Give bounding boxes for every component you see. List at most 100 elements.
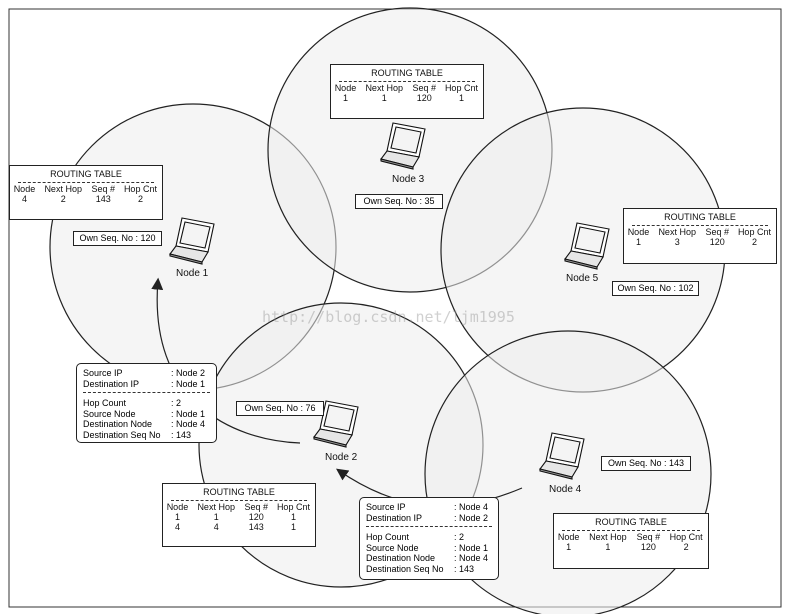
field-value: : Node 2 (171, 368, 206, 378)
laptop-edge (564, 258, 598, 270)
field-key: Source IP (83, 368, 123, 378)
table-cell: 1 (174, 512, 180, 522)
packet-rrep-node2-to-node1: Source IP : Node 2 Destination IP : Node 1… (76, 363, 217, 443)
col-header-node: Node (334, 83, 357, 93)
routing-table-node5: ROUTING TABLE Node Next Hop Seq # Hop Cn… (623, 208, 777, 264)
table-divider (632, 225, 768, 226)
table-row: 4 2 143 2 (10, 194, 162, 204)
field-key: Hop Count (366, 532, 410, 542)
routing-table-grid: Node Next Hop Seq # Hop Cnt 1 3 120 2 (624, 227, 776, 247)
field-key: Destination Seq No (366, 563, 444, 574)
table-row: 4 4 143 1 (163, 522, 315, 532)
table-cell: 4 (213, 522, 219, 532)
own-seq-node3: Own Seq. No : 35 (355, 194, 443, 209)
laptop-display (323, 404, 355, 432)
col-header-seq: Seq # (705, 227, 729, 237)
table-cell: 143 (95, 194, 111, 204)
node4-label: Node 4 (549, 484, 582, 495)
field-value: : Node 1 (171, 408, 206, 419)
table-cell: 2 (60, 194, 66, 204)
col-header-seq: Seq # (412, 83, 436, 93)
packet-divider (83, 392, 210, 393)
packet-field: Hop Count: 2 (83, 398, 210, 409)
routing-table-node3: ROUTING TABLE Node Next Hop Seq # Hop Cn… (330, 64, 484, 119)
packet-field: Source IP : Node 2 (83, 368, 210, 379)
node5-label: Node 5 (566, 273, 599, 284)
col-header-seq: Seq # (91, 184, 115, 194)
field-value: : Node 1 (171, 378, 206, 389)
node2-label: Node 2 (325, 452, 358, 463)
table-cell: 1 (566, 542, 572, 552)
packet-rrep-node4-to-node2: Source IP : Node 4 Destination IP: Node 2… (359, 497, 499, 580)
node1-laptop-icon (169, 217, 215, 265)
field-key: Destination IP (83, 378, 140, 389)
table-cell: 120 (248, 512, 264, 522)
col-header-node: Node (13, 184, 36, 194)
field-key: Destination Seq No (83, 429, 161, 440)
col-header-hop-cnt: Hop Cnt (276, 502, 310, 512)
table-cell: 1 (342, 93, 348, 103)
table-cell: 4 (21, 194, 27, 204)
laptop-display (390, 126, 422, 154)
field-value: : 2 (171, 398, 182, 408)
col-header-next-hop: Next Hop (589, 532, 627, 542)
col-header-node: Node (557, 532, 580, 542)
col-header-next-hop: Next Hop (658, 227, 696, 237)
field-value: : Node 4 (454, 502, 489, 512)
col-header-next-hop: Next Hop (197, 502, 235, 512)
field-value: : 2 (454, 532, 465, 542)
laptop-edge (313, 436, 347, 448)
packet-field: Hop Count : 2 (366, 532, 492, 543)
table-divider (339, 81, 475, 82)
own-seq-node1: Own Seq. No : 120 (73, 231, 162, 246)
table-cell: 1 (458, 93, 464, 103)
laptop-display (574, 226, 606, 254)
field-value: : Node 2 (454, 512, 489, 523)
col-header-next-hop: Next Hop (365, 83, 403, 93)
table-divider (562, 530, 700, 531)
table-cell: 120 (416, 93, 432, 103)
col-header-hop-cnt: Hop Cnt (669, 532, 703, 542)
table-cell: 2 (137, 194, 143, 204)
table-row: 1 1 120 1 (331, 93, 483, 103)
table-cell: 1 (213, 512, 219, 522)
table-row: 1 1 120 2 (554, 542, 708, 552)
routing-table-node4: ROUTING TABLE Node Next Hop Seq # Hop Cn… (553, 513, 709, 569)
table-cell: 120 (709, 237, 725, 247)
laptop-edge (539, 468, 573, 480)
node4-laptop-icon (539, 432, 585, 480)
routing-table-node1: ROUTING TABLE Node Next Hop Seq # Hop Cn… (9, 165, 163, 220)
table-cell: 2 (751, 237, 757, 247)
packet-field: Destination IP: Node 2 (366, 513, 492, 524)
field-value: : 143 (454, 563, 475, 574)
table-divider (18, 182, 154, 183)
table-row: 1 1 120 1 (163, 512, 315, 522)
packet-field: Source Node: Node 1 (366, 543, 492, 554)
node1-label: Node 1 (176, 268, 209, 279)
table-divider (171, 500, 307, 501)
col-header-hop-cnt: Hop Cnt (444, 83, 478, 93)
laptop-edge (169, 253, 203, 265)
col-header-node: Node (166, 502, 189, 512)
table-cell: 143 (248, 522, 264, 532)
routing-table-title: ROUTING TABLE (664, 212, 736, 222)
laptop-display (179, 221, 211, 249)
packet-field: Source Node: Node 1 (83, 409, 210, 420)
table-cell: 120 (640, 542, 656, 552)
field-value: : 143 (171, 429, 192, 440)
packet-field: Destination Seq No : 143 (366, 564, 492, 575)
routing-table-grid: Node Next Hop Seq # Hop Cnt 1 1 120 1 4 … (163, 502, 315, 532)
routing-table-title: ROUTING TABLE (595, 517, 667, 527)
table-row: 1 3 120 2 (624, 237, 776, 247)
table-cell: 1 (635, 237, 641, 247)
packet-divider (366, 526, 492, 527)
col-header-seq: Seq # (244, 502, 268, 512)
table-cell: 1 (381, 93, 387, 103)
table-cell: 2 (683, 542, 689, 552)
table-cell: 1 (605, 542, 611, 552)
field-key: Source IP (366, 502, 406, 512)
laptop-edge (380, 158, 414, 170)
col-header-hop-cnt: Hop Cnt (737, 227, 771, 237)
watermark-text: http://blog.csdn.net/ljm1995 (262, 308, 515, 326)
